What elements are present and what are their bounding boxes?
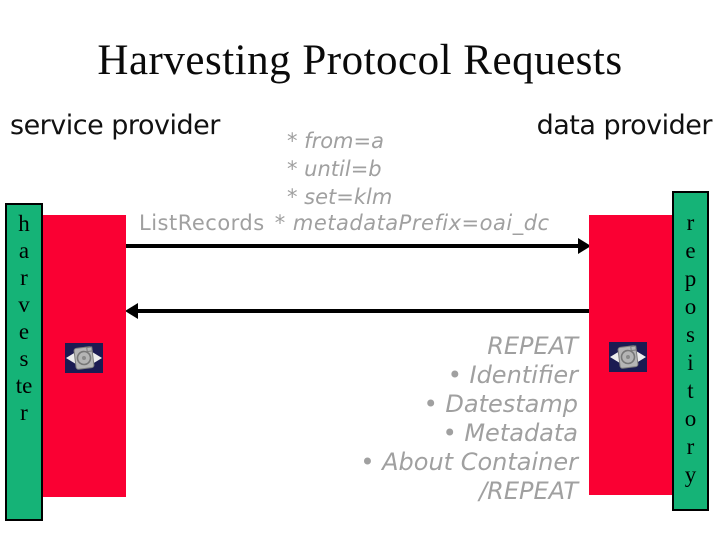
request-param: * set=klm — [287, 185, 393, 209]
response-arrowhead-icon — [125, 303, 138, 319]
response-line: /REPEAT — [479, 477, 578, 505]
repository-letter: e — [685, 238, 696, 263]
harvester-letter: h — [18, 211, 30, 236]
repository-letter: r — [686, 210, 695, 235]
request-param: * until=b — [287, 157, 382, 181]
harvester-letter: v — [18, 292, 30, 317]
harvester-letter: s — [19, 346, 29, 371]
harvester-letter: te — [15, 373, 33, 398]
response-line: • Metadata — [442, 419, 578, 447]
repository-letter: p — [684, 266, 697, 291]
repository-letter: r — [686, 434, 695, 459]
harvester-machine-icon — [65, 343, 103, 373]
response-record-structure: REPEAT• Identifier• Datestamp• Metadata•… — [360, 332, 578, 506]
repository-letter: s — [686, 322, 695, 347]
request-arrow-line — [126, 244, 578, 248]
slide-title: Harvesting Protocol Requests — [97, 37, 623, 84]
request-label-row: ListRecords * metadataPrefix=oai_dc — [139, 211, 550, 235]
request-arrowhead-icon — [578, 238, 591, 254]
response-line: • Datestamp — [423, 390, 578, 418]
harvester-letter: r — [20, 400, 28, 425]
repository-letter: y — [684, 462, 697, 487]
request-param: * from=a — [287, 129, 384, 153]
harvester-letter: a — [18, 238, 30, 263]
request-method-label: ListRecords — [139, 211, 265, 235]
repository-letter: o — [684, 294, 697, 319]
harvester-letter: e — [18, 319, 30, 344]
response-arrow-line — [137, 309, 589, 313]
response-line: • About Container — [360, 448, 578, 476]
repository-letter: t — [687, 378, 694, 403]
repository-letter: i — [687, 350, 694, 375]
request-params: * from=a * until=b * set=klm — [287, 127, 392, 211]
data-provider-label: data provider — [536, 110, 713, 141]
service-provider-label: service provider — [10, 110, 220, 141]
response-line: REPEAT — [487, 332, 578, 360]
repository-machine-icon — [609, 342, 647, 372]
request-param: * metadataPrefix=oai_dc — [274, 211, 550, 235]
response-line: • Identifier — [447, 361, 578, 389]
harvester-letter: r — [20, 265, 28, 290]
repository-letter: o — [684, 406, 697, 431]
